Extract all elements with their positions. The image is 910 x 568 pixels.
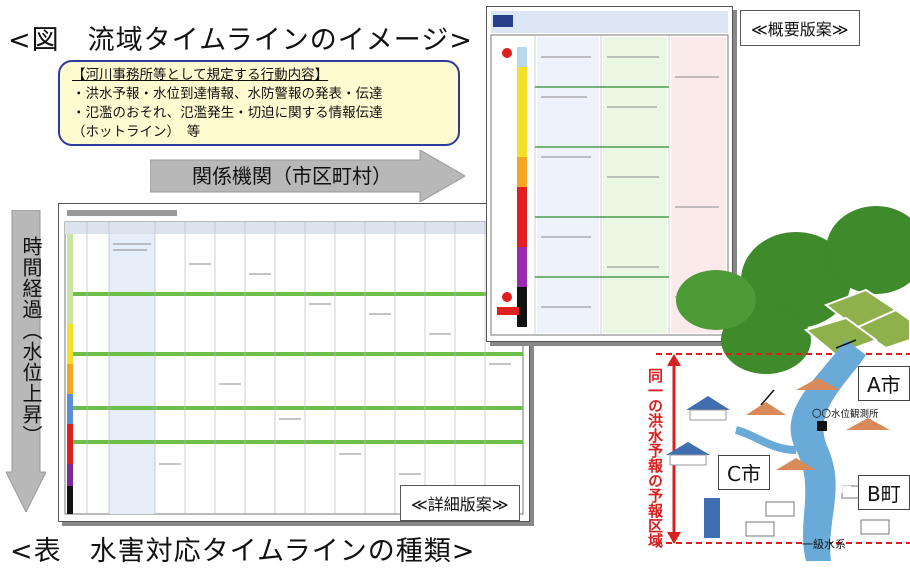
agency-arrow-label: 関係機関（市区町村） <box>192 164 392 188</box>
agency-arrow <box>150 150 465 202</box>
action-content-callout: 【河川事務所等として規定する行動内容】 ・洪水予報・水位到達情報、水防警報の発表… <box>58 60 460 146</box>
table-title: <表 水害対応タイムラインの種類> <box>10 536 476 567</box>
city-a-label: A市 <box>858 366 910 401</box>
figure-title: <図 流域タイムラインのイメージ> <box>8 25 473 56</box>
callout-line: （ホットライン） 等 <box>72 124 201 140</box>
detailed-timeline-thumbnail <box>64 210 524 515</box>
detailed-version-label: ≪詳細版案≫ <box>400 485 520 521</box>
river-basin-map: 同一の洪水予報の予報区域 A市 C市 B町 〇〇水位観測所 国管理区間 一級水系 <box>556 180 910 561</box>
town-b-label: B町 <box>858 475 910 510</box>
basin-illustration <box>656 206 910 561</box>
city-c-label: C市 <box>718 455 770 490</box>
time-arrow <box>6 210 46 512</box>
forecast-zone-label: 同一の洪水予報の予報区域 <box>646 368 664 548</box>
gauge-station-label: 〇〇水位観測所 <box>812 409 879 420</box>
callout-line: ・洪水予報・水位到達情報、水防警報の発表・伝達 <box>72 86 383 102</box>
summary-timeline-document <box>486 6 733 342</box>
detailed-timeline-document <box>58 203 530 522</box>
callout-heading: 【河川事務所等として規定する行動内容】 <box>72 67 329 83</box>
river-system-label: 一級水系 <box>802 538 846 551</box>
river-section-label: 国管理区間 <box>839 438 852 493</box>
time-arrow-label: 時間経過（水位上昇） <box>19 236 43 446</box>
summary-version-label: ≪概要版案≫ <box>740 10 860 46</box>
callout-line: ・氾濫のおそれ、氾濫発生・切迫に関する情報伝達 <box>72 105 383 121</box>
